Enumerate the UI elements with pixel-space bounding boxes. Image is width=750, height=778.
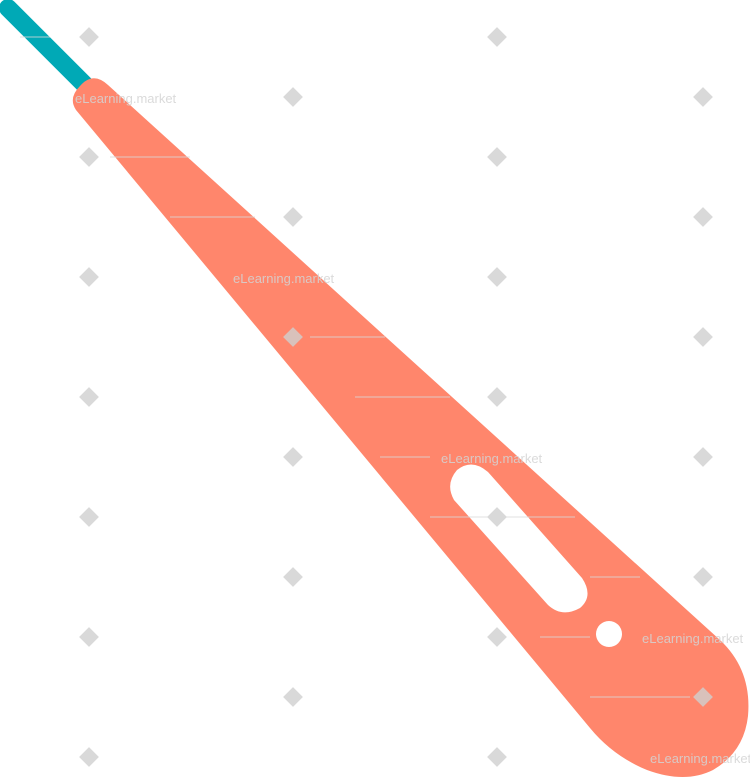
watermark-diamond bbox=[487, 147, 507, 167]
watermark-diamond bbox=[79, 747, 99, 767]
watermark-diamond bbox=[79, 27, 99, 47]
watermark-diamond bbox=[487, 627, 507, 647]
watermark-diamond bbox=[693, 567, 713, 587]
watermark-diamond bbox=[79, 387, 99, 407]
watermark-text: eLearning.market bbox=[233, 271, 335, 286]
watermark-diamond bbox=[79, 507, 99, 527]
watermark-text: eLearning.market bbox=[75, 91, 177, 106]
watermark-text: eLearning.market bbox=[441, 451, 543, 466]
watermark-diamond bbox=[693, 87, 713, 107]
watermark-layer: eLearning.market eLearning.market eLearnin… bbox=[20, 27, 750, 767]
watermark-diamond bbox=[487, 747, 507, 767]
watermark-diamond bbox=[693, 327, 713, 347]
screwdriver-shaft bbox=[0, 0, 101, 101]
watermark-text: eLearning.market bbox=[650, 751, 750, 766]
watermark-diamond bbox=[693, 687, 713, 707]
watermark-diamond bbox=[693, 447, 713, 467]
watermark-diamond bbox=[693, 207, 713, 227]
watermark-diamond bbox=[487, 387, 507, 407]
watermark-text: eLearning.market bbox=[642, 631, 744, 646]
watermark-diamond bbox=[283, 327, 303, 347]
watermark-diamond bbox=[283, 207, 303, 227]
watermark-diamond bbox=[283, 447, 303, 467]
watermark-diamond bbox=[487, 27, 507, 47]
watermark-diamond bbox=[79, 267, 99, 287]
watermark-diamond bbox=[487, 267, 507, 287]
screwdriver-handle bbox=[72, 78, 749, 777]
watermark-diamond bbox=[283, 687, 303, 707]
watermark-diamond bbox=[283, 567, 303, 587]
watermark-diamond bbox=[283, 87, 303, 107]
watermark-diamond bbox=[79, 147, 99, 167]
watermark-diamond bbox=[79, 627, 99, 647]
